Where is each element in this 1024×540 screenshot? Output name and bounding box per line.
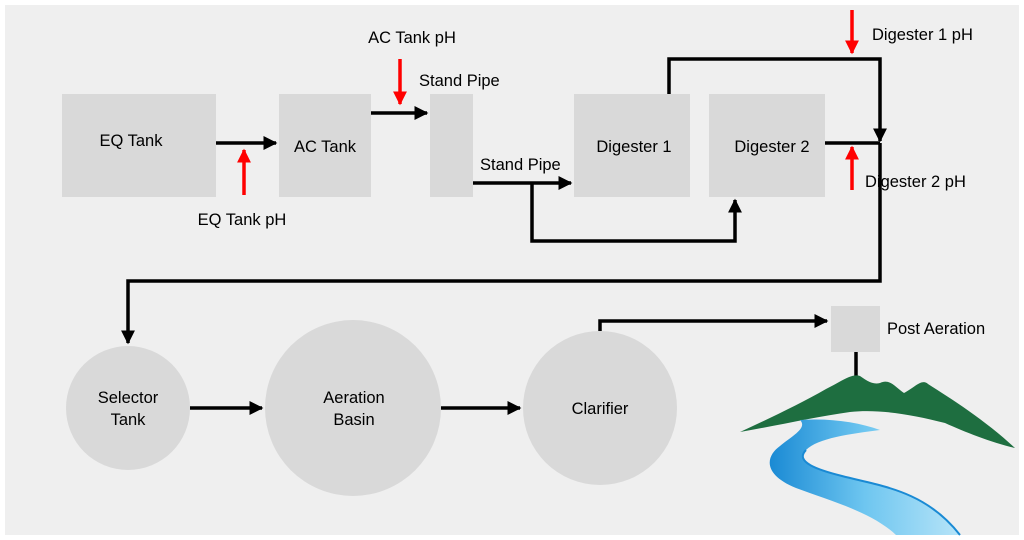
ac-tank-label: AC Tank [294, 138, 357, 156]
eq-tank-ph-label: EQ Tank pH [198, 211, 287, 229]
ac-tank-box [279, 94, 371, 197]
mountain-river-icon [740, 375, 1015, 536]
digester-2-ph-label: Digester 2 pH [865, 173, 966, 191]
post-aeration-box [831, 306, 880, 352]
flow-clarifier-to-post-aeration [598, 314, 829, 331]
selector-tank-circle [66, 346, 190, 470]
aeration-basin-label-line-1: Aeration [323, 389, 384, 407]
digester-1-box [574, 94, 690, 197]
ac-tank-ph-label: AC Tank pH [368, 29, 456, 47]
digester-1-ph-label: Digester 1 pH [872, 26, 973, 44]
aeration-basin-label-line-2: Basin [333, 411, 374, 429]
eq-tank-label: EQ Tank [100, 132, 164, 150]
flow-branch-to-digester-2 [530, 183, 742, 243]
ph-markers [237, 10, 859, 195]
mountain-shape [740, 375, 1015, 448]
selector-tank-label-line-1: Selector [98, 389, 159, 407]
river-dark-edge [801, 449, 961, 536]
stand-pipe-box [430, 94, 473, 197]
flow-lines [121, 57, 887, 415]
digester-2-label: Digester 2 [734, 138, 809, 156]
eq-tank-box [62, 94, 216, 197]
stand-pipe-label-mid: Stand Pipe [480, 156, 561, 174]
selector-tank-label-line-2: Tank [111, 411, 147, 429]
river-shape [769, 419, 960, 535]
stand-pipe-label-top: Stand Pipe [419, 72, 500, 90]
aeration-basin-circle [265, 320, 441, 496]
clarifier-label: Clarifier [572, 400, 629, 418]
digester-1-label: Digester 1 [596, 138, 671, 156]
digester-2-box [709, 94, 825, 197]
clarifier-circle [523, 331, 677, 485]
flow-digesters-to-selector [121, 143, 882, 345]
post-aeration-label: Post Aeration [887, 320, 985, 338]
flow-digester-1-overflow [667, 57, 887, 143]
